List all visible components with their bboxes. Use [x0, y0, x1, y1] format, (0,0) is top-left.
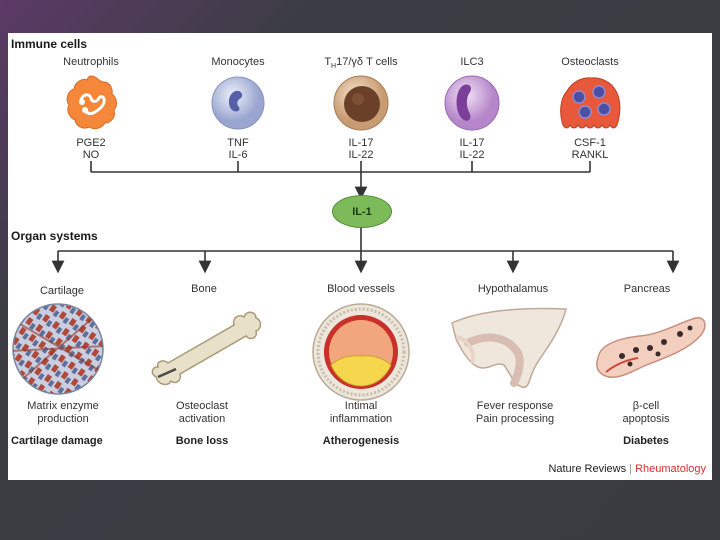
cell-label-monocytes: Monocytes	[211, 56, 265, 68]
neutrophil-icon	[66, 75, 117, 130]
il1-node: IL-1	[332, 195, 392, 228]
organ-label-cartilage: Cartilage	[39, 285, 85, 297]
immune-cells-heading: Immune cells	[11, 37, 88, 51]
connector-lines	[51, 161, 680, 274]
hypothalamus-icon	[451, 307, 567, 388]
source-credit: Nature Reviews | Rheumatology	[548, 463, 706, 475]
pancreas-icon	[596, 317, 706, 378]
organ-label-bone: Bone	[191, 283, 217, 295]
cell-label-th17: TH17/γδ T cells	[324, 56, 398, 71]
outcome-bone: Bone loss	[175, 435, 229, 447]
organ-label-hypothalamus: Hypothalamus	[477, 283, 549, 295]
outcome-pancreas: Diabetes	[623, 435, 669, 447]
osteoclast-icon	[560, 77, 621, 129]
ilc3-cell-icon	[444, 75, 500, 131]
cell-label-neutrophils: Neutrophils	[63, 56, 119, 68]
outcome-blood-vessels: Atherogenesis	[322, 435, 400, 447]
blood-vessel-icon	[312, 303, 410, 401]
slide: Immune cells Neutrophils Monocytes TH17/…	[8, 33, 712, 480]
outcome-cartilage: Cartilage damage	[11, 435, 103, 447]
cell-label-ilc3: ILC3	[460, 56, 484, 68]
organ-systems-heading: Organ systems	[11, 229, 98, 243]
th17-cell-icon	[333, 75, 389, 131]
cartilage-icon	[12, 303, 104, 395]
monocyte-icon	[211, 76, 265, 130]
cell-label-osteoclasts: Osteoclasts	[561, 56, 619, 68]
organ-label-blood-vessels: Blood vessels	[327, 283, 395, 295]
bone-icon	[151, 311, 262, 386]
organ-label-pancreas: Pancreas	[623, 283, 671, 295]
